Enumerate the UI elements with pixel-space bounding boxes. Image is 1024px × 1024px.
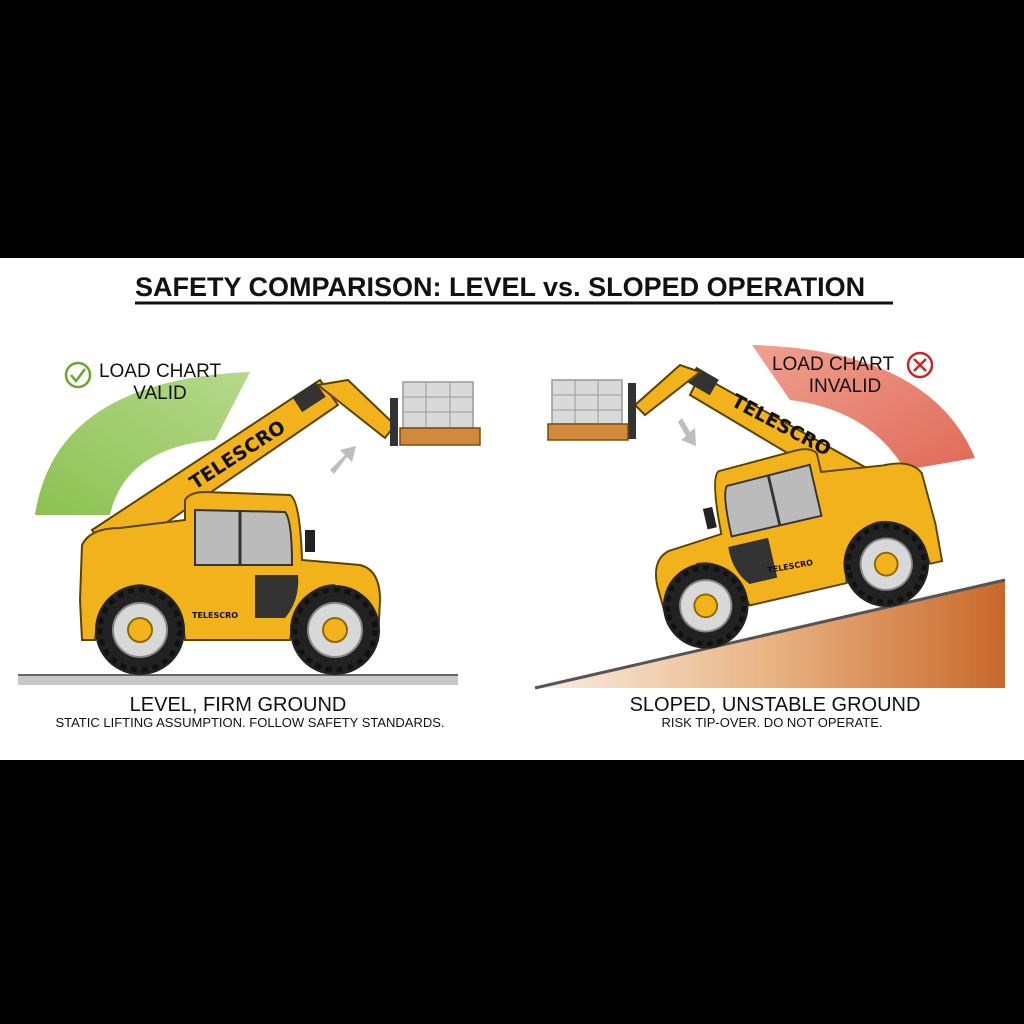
- left-subcaption: STATIC LIFTING ASSUMPTION. FOLLOW SAFETY…: [55, 715, 444, 730]
- right-telehandler: TELESCRO TELESCRO: [547, 363, 951, 657]
- invalid-zone-arc: [752, 345, 975, 470]
- right-pallet-load: [547, 379, 629, 441]
- page-title: SAFETY COMPARISON: LEVEL vs. SLOPED OPER…: [135, 272, 865, 302]
- left-status-line1: LOAD CHART: [99, 361, 222, 382]
- x-circle-icon: [906, 351, 934, 379]
- lift-up-arrow-icon: [330, 446, 356, 474]
- right-status-line2: INVALID: [809, 376, 882, 397]
- level-ground: [18, 675, 458, 685]
- left-caption: LEVEL, FIRM GROUND: [130, 694, 347, 716]
- drop-down-arrow-icon: [678, 418, 696, 446]
- right-subcaption: RISK TIP-OVER. DO NOT OPERATE.: [661, 715, 882, 730]
- right-status-line1: LOAD CHART: [772, 354, 895, 375]
- right-caption: SLOPED, UNSTABLE GROUND: [630, 694, 921, 716]
- left-status-line2: VALID: [133, 383, 187, 404]
- valid-zone-arc: [35, 372, 250, 515]
- left-body-brand: TELESCRO: [192, 611, 238, 620]
- check-circle-icon: [64, 361, 92, 389]
- left-pallet-load: [399, 381, 481, 446]
